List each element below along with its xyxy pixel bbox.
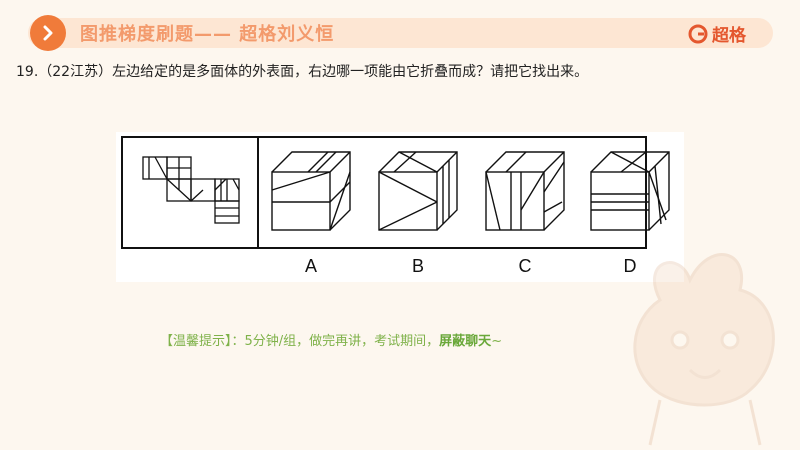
logo-icon: [688, 24, 708, 43]
mascot-illustration: [633, 253, 775, 446]
option-d-cube: [590, 151, 670, 231]
tip-prefix: 【温馨提示】：: [160, 334, 245, 349]
option-b-cube: [378, 151, 458, 231]
puzzle-figure: A B C D: [116, 132, 684, 282]
header-title: 图推梯度刷题—— 超格刘义恒: [80, 24, 335, 45]
tip-emphasis: 屏蔽聊天: [439, 334, 492, 349]
option-b-label[interactable]: B: [412, 256, 424, 276]
next-arrow-icon[interactable]: [30, 15, 66, 51]
option-d-label[interactable]: D: [624, 256, 637, 276]
header-banner: [28, 18, 773, 48]
option-c-label[interactable]: C: [519, 256, 532, 276]
puzzle-figure-svg: A B C D: [121, 136, 670, 276]
tip-body: 5分钟/组，做完再讲，考试期间，: [244, 334, 440, 349]
option-a-cube: [271, 151, 351, 231]
option-c-cube: [485, 151, 565, 231]
header-bar: 图推梯度刷题—— 超格刘义恒 超格: [0, 0, 800, 56]
question-text: 19.（22江苏）左边给定的是多面体的外表面，右边哪一项能由它折叠而成？请把它找…: [16, 64, 589, 80]
tip-suffix: ~: [491, 334, 503, 349]
tip-text: 【温馨提示】：5分钟/组，做完再讲，考试期间，屏蔽聊天~: [160, 330, 502, 349]
option-a-label[interactable]: A: [305, 256, 317, 276]
logo-text: 超格: [712, 26, 746, 46]
brand-logo: 超格: [688, 21, 746, 46]
cube-net: [142, 156, 240, 224]
